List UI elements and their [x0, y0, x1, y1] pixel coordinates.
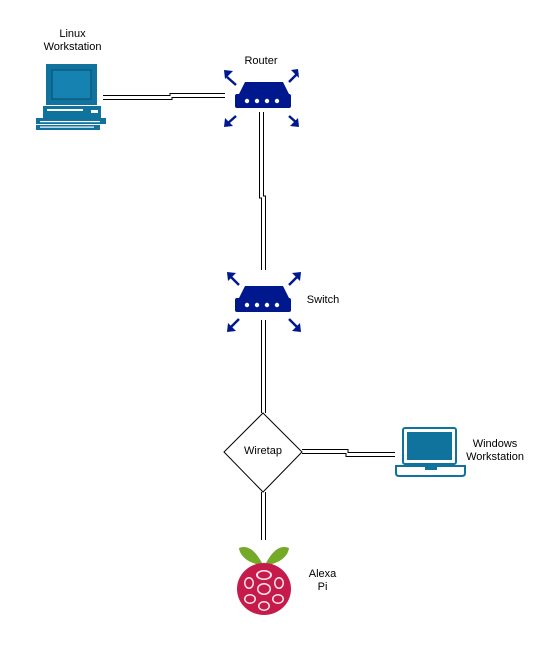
laptop-icon [395, 427, 466, 477]
desktop-computer-icon [36, 64, 106, 130]
alexa-pi-label: Alexa Pi [300, 568, 345, 594]
edge-wiretap-alexa [261, 492, 266, 540]
edge-wiretap-windows [302, 449, 395, 457]
linux-workstation-label-line1: Linux [59, 28, 86, 40]
linux-workstation-label: Linux Workstation [30, 28, 115, 54]
alexa-pi-label-line2: Pi [317, 581, 328, 593]
connectors [103, 93, 395, 540]
linux-workstation-label-line2: Workstation [43, 41, 102, 53]
windows-workstation-label: Windows Workstation [456, 438, 534, 464]
switch-label: Switch [306, 294, 340, 306]
edge-switch-wiretap [261, 320, 266, 413]
wiretap-label: Wiretap [244, 445, 282, 457]
edge-linux-router [103, 93, 225, 100]
edge-router-switch [259, 112, 266, 270]
switch-icon [227, 272, 301, 332]
wiretap-diamond [223, 412, 303, 493]
windows-workstation-label-line2: Workstation [466, 451, 524, 463]
router-icon [224, 69, 299, 127]
raspberry-pi-icon [237, 546, 291, 615]
windows-workstation-label-line1: Windows [472, 438, 518, 450]
alexa-pi-label-line1: Alexa [308, 568, 337, 580]
router-label: Router [244, 55, 278, 67]
